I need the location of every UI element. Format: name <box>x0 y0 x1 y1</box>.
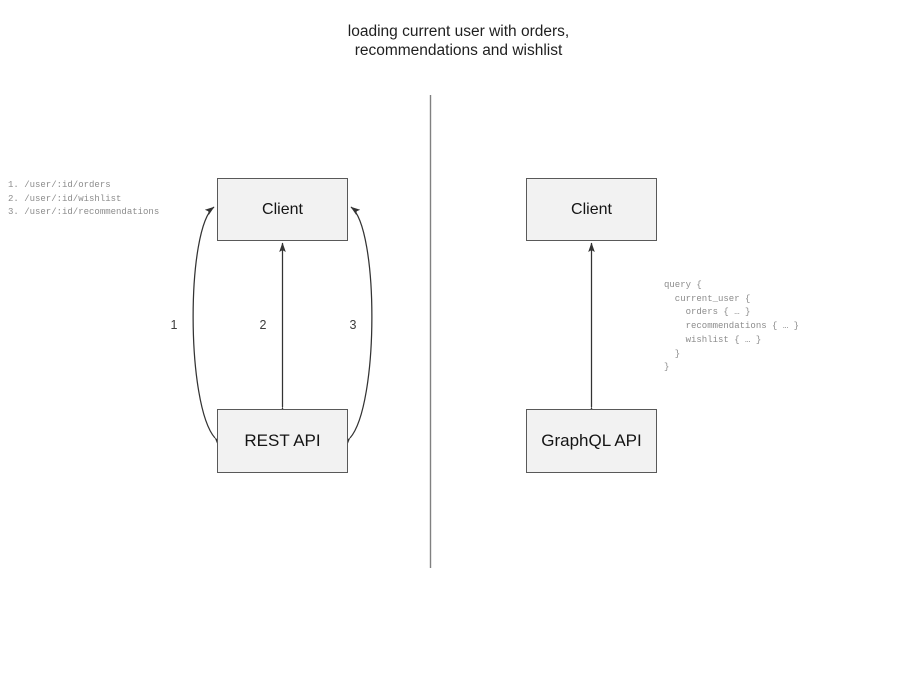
node-rest-api[interactable]: REST API <box>217 409 348 473</box>
edge-arc-3 <box>341 206 373 447</box>
edge-label-3: 3 <box>349 318 357 332</box>
diagram-title: loading current user with orders, recomm… <box>347 23 570 59</box>
node-graphql-api[interactable]: GraphQL API <box>526 409 657 473</box>
node-client-rest[interactable]: Client <box>217 178 348 241</box>
edge-label-1: 1 <box>170 318 178 332</box>
graphql-query-block: query { current_user { orders { … } reco… <box>664 280 800 373</box>
node-client-graphql[interactable]: Client <box>526 178 657 241</box>
edge-arc-1 <box>192 206 224 447</box>
rest-endpoint-list: 1. /user/:id/orders 2. /user/:id/wishlis… <box>8 180 160 218</box>
edge-label-2: 2 <box>259 318 267 332</box>
